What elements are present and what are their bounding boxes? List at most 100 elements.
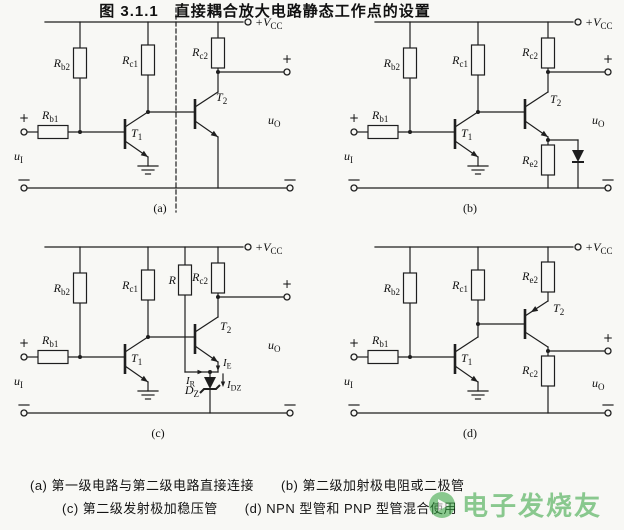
transistor-t1-label: T1: [461, 126, 472, 142]
junction-dot: [216, 295, 220, 299]
resistor-rb1: [37, 349, 69, 365]
resistor-rb1-label: Rb1: [41, 333, 58, 349]
wires: [353, 246, 609, 414]
subfigure-label-a: (a): [153, 201, 166, 215]
resistor-rc2: [210, 37, 226, 69]
emitter-arrow: [540, 130, 548, 137]
vcc-label: +VCC: [255, 240, 282, 256]
emitter-arrow: [140, 375, 148, 382]
resistor-re2-label: Re2: [521, 269, 538, 285]
circuit-figure: +VCC Rb2 Rc1 Rc2 Rb1 T1 T2 uI uO + + (a): [14, 7, 614, 440]
wires: [23, 246, 291, 414]
junction-dot: [546, 349, 550, 353]
current-arrow-idz: [220, 373, 226, 387]
resistor-rb2-label: Rb2: [383, 281, 400, 297]
input-voltage-label: uI: [344, 374, 353, 390]
input-voltage-label: uI: [14, 149, 23, 165]
emitter-arrow: [140, 150, 148, 157]
resistor-re2: [540, 261, 556, 293]
output-positive-terminal: [283, 293, 291, 301]
input-voltage-label: uI: [344, 149, 353, 165]
output-negative-terminal: [602, 404, 614, 417]
transistor-t1-npn: [123, 336, 149, 383]
transistor-t2-npn: [193, 316, 219, 363]
emitter-arrow: [470, 375, 478, 382]
vcc-terminal: [244, 18, 252, 26]
resistor-rc1-label: Rc1: [451, 278, 468, 294]
junction-dot: [78, 130, 82, 134]
circuit-c: +VCC Rb2 Rc1 R Rc2 Rb1 T1 T2 DZ IE IR ID…: [14, 240, 296, 440]
circuit-d: +VCC Rb2 Rc1 Re2 Rc2 Rb1 T1 T2 uI uO + +…: [344, 240, 614, 440]
resistor-rc2: [540, 355, 556, 387]
transistor-t1-label: T1: [131, 126, 142, 142]
resistor-rc2-label: Rc2: [191, 270, 208, 286]
transistor-t2-label: T2: [550, 92, 561, 108]
zener-diode-dz: [199, 371, 221, 414]
resistor-r: [177, 264, 193, 296]
transistor-t2-label: T2: [216, 90, 227, 106]
transistor-t1-label: T1: [461, 351, 472, 367]
junction-dot: [546, 70, 550, 74]
transistor-t1-label: T1: [131, 351, 142, 367]
resistor-rb2: [402, 47, 418, 79]
junction-dot: [146, 335, 150, 339]
plus-sign: +: [282, 277, 292, 291]
resistor-rc2-label: Rc2: [521, 363, 538, 379]
diode: [547, 139, 584, 189]
vcc-terminal: [574, 18, 582, 26]
junction-dot: [78, 355, 82, 359]
input-positive-terminal: [20, 353, 28, 361]
resistor-rb1: [367, 349, 399, 365]
resistor-rb1-label: Rb1: [371, 108, 388, 124]
ground-icon: [137, 390, 159, 400]
input-positive-terminal: [20, 128, 28, 136]
wires: [23, 21, 291, 189]
transistor-t1-npn: [123, 111, 149, 158]
current-idz-label: IDZ: [226, 379, 241, 393]
emitter-arrow: [210, 355, 218, 362]
resistor-rc1: [140, 44, 156, 76]
resistor-rb1: [367, 124, 399, 140]
plus-sign: +: [603, 331, 613, 345]
subfigure-label-c: (c): [151, 426, 164, 440]
zener-dz-label: DZ: [184, 383, 199, 399]
current-arrow-ir: [197, 369, 203, 375]
resistor-rb2: [72, 272, 88, 304]
junction-dot: [208, 370, 212, 374]
input-positive-terminal: [350, 128, 358, 136]
figure-caption-line2: (c) 第二级发射极加稳压管 (d) NPN 型管和 PNP 型管混合使用: [62, 501, 458, 516]
output-voltage-label: uO: [268, 113, 281, 129]
vcc-label: +VCC: [585, 15, 612, 31]
junction-dot: [476, 110, 480, 114]
transistor-t1-npn: [453, 111, 479, 158]
resistor-rb2-label: Rb2: [383, 56, 400, 72]
resistor-rb2: [402, 272, 418, 304]
resistor-rb2-label: Rb2: [53, 281, 70, 297]
watermark-text: 电子发烧友: [462, 491, 603, 521]
input-positive-terminal: [350, 353, 358, 361]
plus-sign: +: [349, 336, 359, 350]
vcc-terminal: [574, 243, 582, 251]
circuit-b: +VCC Rb2 Rc1 Rc2 Re2 Rb1 T1 T2 uI uO + +…: [344, 15, 614, 215]
transistor-t2-npn: [523, 91, 549, 138]
resistor-rb2-label: Rb2: [53, 56, 70, 72]
input-negative-terminal: [18, 404, 30, 417]
output-voltage-label: uO: [592, 376, 605, 392]
output-voltage-label: uO: [268, 338, 281, 354]
wires: [353, 21, 609, 189]
figure-caption-line1: (a) 第一级电路与第二级电路直接连接 (b) 第二级加射极电阻或二极管: [30, 478, 465, 493]
subfigure-label-d: (d): [463, 426, 477, 440]
input-negative-terminal: [348, 404, 360, 417]
current-ir-label: IR: [185, 375, 196, 389]
output-negative-terminal: [284, 179, 296, 192]
resistor-rc1: [470, 269, 486, 301]
transistor-t2-npn: [193, 91, 219, 138]
transistor-t2-label: T2: [220, 319, 231, 335]
ground-icon: [467, 390, 489, 400]
transistor-t2-label: T2: [553, 301, 564, 317]
plus-sign: +: [349, 111, 359, 125]
resistor-rb2: [72, 47, 88, 79]
input-negative-terminal: [348, 179, 360, 192]
ground-icon: [137, 165, 159, 175]
